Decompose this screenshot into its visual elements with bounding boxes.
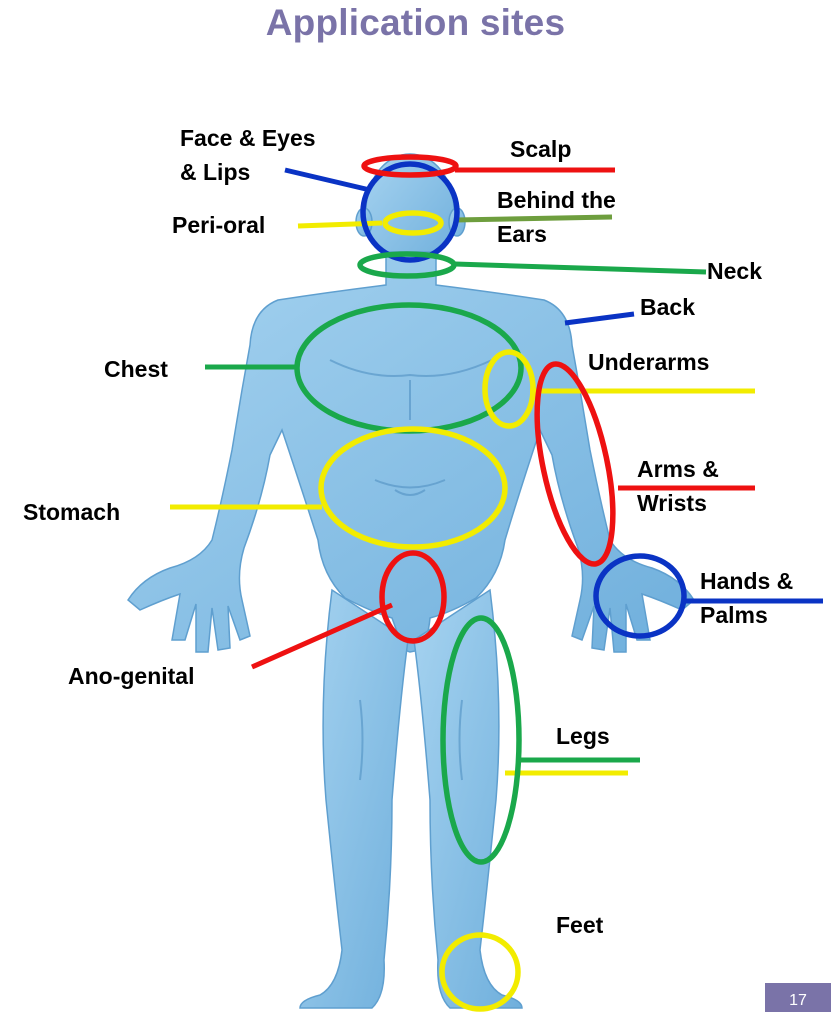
label-face-line1: Face & Eyes (180, 121, 316, 155)
label-back: Back (640, 290, 695, 324)
label-behind-ears-line1: Behind the (497, 183, 616, 217)
label-face-line2: & Lips (180, 155, 316, 189)
label-arms-line2: Wrists (637, 486, 719, 520)
torso (128, 252, 694, 652)
label-peri-oral: Peri-oral (172, 208, 265, 242)
label-behind-ears: Behind the Ears (497, 183, 616, 251)
label-stomach: Stomach (23, 495, 120, 529)
label-legs: Legs (556, 719, 610, 753)
label-neck: Neck (707, 254, 762, 288)
label-chest: Chest (104, 352, 168, 386)
label-hands: Hands & Palms (700, 564, 793, 632)
label-ano-genital: Ano-genital (68, 659, 195, 693)
label-behind-ears-line2: Ears (497, 217, 616, 251)
human-figure (128, 154, 694, 1008)
peri-oral-line (298, 223, 382, 226)
label-arms-line1: Arms & (637, 452, 719, 486)
label-scalp: Scalp (510, 132, 571, 166)
label-underarms: Underarms (588, 345, 709, 379)
label-feet: Feet (556, 908, 603, 942)
label-arms: Arms & Wrists (637, 452, 719, 520)
label-face: Face & Eyes & Lips (180, 121, 316, 189)
label-hands-line1: Hands & (700, 564, 793, 598)
neck-line (455, 264, 706, 272)
label-hands-line2: Palms (700, 598, 793, 632)
left-leg (300, 590, 408, 1008)
back-line (565, 314, 634, 323)
page-number: 17 (765, 983, 831, 1012)
